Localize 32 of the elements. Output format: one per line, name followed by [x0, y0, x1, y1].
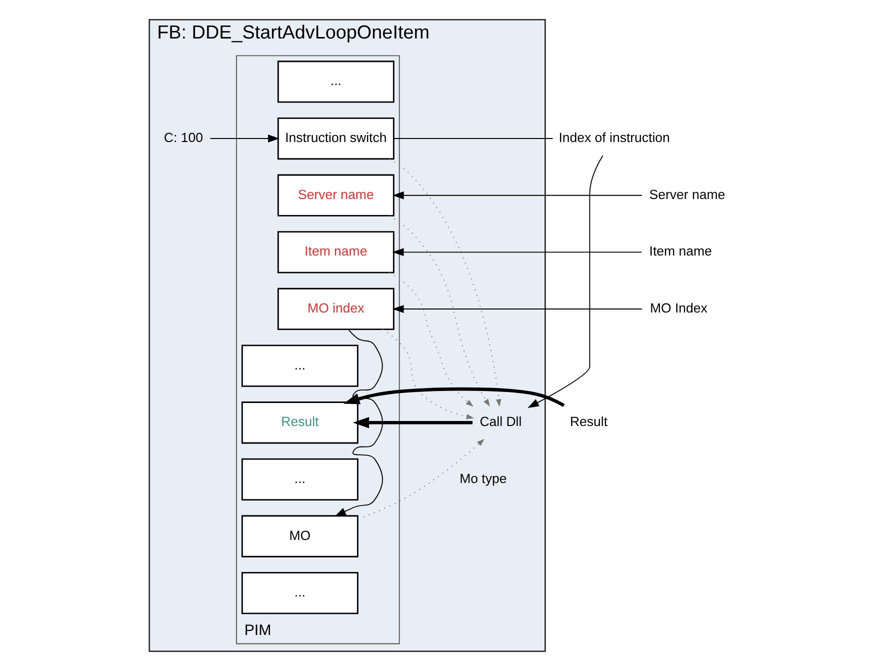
node-box: Item name [277, 231, 394, 274]
node-box: Server name [277, 174, 394, 216]
arrow [392, 248, 642, 256]
node-box: ... [241, 458, 358, 500]
arrow [210, 134, 280, 143]
arrow [388, 158, 502, 407]
node-box: ... [241, 344, 358, 387]
arrow [357, 438, 484, 520]
node-box: Instruction switch [277, 117, 394, 160]
node-box: MO [241, 515, 358, 558]
node-text: MO Index [650, 300, 708, 316]
arrow [392, 191, 642, 200]
node-text: C: 100 [164, 130, 203, 146]
node-text: Call Dll [480, 414, 522, 430]
arrow [392, 305, 642, 313]
arrow [382, 328, 474, 420]
node-text: Result [570, 414, 608, 430]
node-text: Index of instruction [558, 130, 670, 146]
arrow [388, 272, 474, 407]
node-box: MO index [277, 288, 394, 330]
node-text: Server name [649, 186, 726, 202]
connector [393, 138, 554, 139]
edge-label: Mo type [460, 470, 507, 486]
node-box: Result [241, 402, 358, 444]
arrow [388, 215, 490, 407]
node-box: ... [241, 572, 358, 614]
arrow [334, 329, 383, 516]
arrow [528, 155, 604, 408]
node-box: ... [277, 60, 394, 103]
arrow [352, 416, 473, 428]
arrow [343, 387, 565, 407]
node-text: Item name [649, 244, 712, 259]
